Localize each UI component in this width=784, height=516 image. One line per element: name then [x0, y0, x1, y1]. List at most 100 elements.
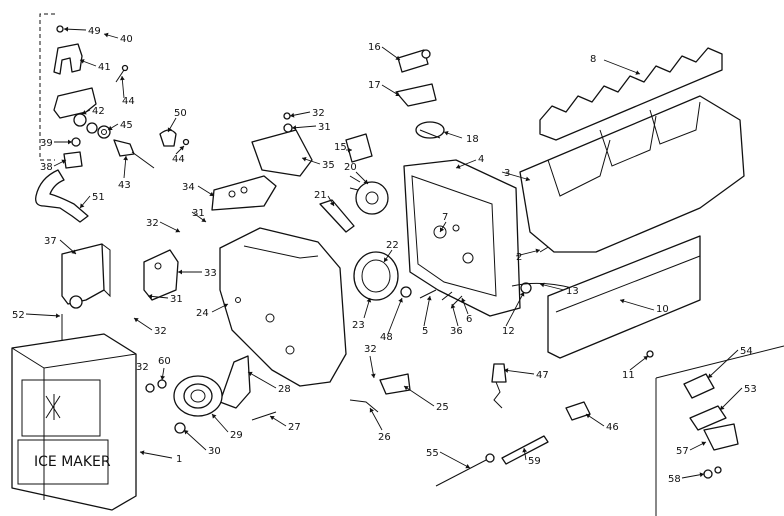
callout-43: 43 [118, 180, 131, 191]
callout-21: 21 [314, 190, 327, 201]
part-screw-49 [56, 25, 64, 33]
part-bracket-34 [211, 175, 277, 211]
arrowhead-c17 [395, 91, 400, 96]
arrowhead-c57 [701, 441, 706, 446]
arrowhead-c30 [184, 430, 189, 435]
arrowhead-c46 [586, 414, 591, 419]
part-cover-1: ICE MAKER [11, 333, 137, 511]
arrowhead-c26 [369, 408, 375, 413]
part-fitting-38 [63, 151, 83, 169]
callout-31-low: 31 [170, 294, 183, 305]
arrowhead-c29 [212, 414, 217, 419]
arrowhead-c51 [80, 203, 85, 208]
part-probe-55 [435, 453, 495, 487]
leader-lines [25, 26, 743, 479]
part-switch-33 [143, 249, 179, 301]
arrowhead-c34 [209, 191, 214, 196]
callout-37: 37 [44, 236, 57, 247]
arrowhead-c53 [720, 405, 725, 410]
callout-32-mid: 32 [146, 218, 159, 229]
callout-40: 40 [120, 34, 133, 45]
arrowhead-c31b [201, 217, 206, 222]
callout-32-low: 32 [154, 326, 167, 337]
callout-7: 7 [442, 212, 448, 223]
callout-47: 47 [536, 370, 549, 381]
part-cam-20 [349, 175, 389, 215]
leader-c12 [505, 291, 525, 327]
arrowhead-c24 [223, 303, 228, 308]
leader-c5 [423, 295, 431, 327]
callout-8: 8 [590, 54, 596, 65]
callout-54: 54 [740, 346, 753, 357]
arrowhead-c20 [363, 179, 368, 184]
part-ejector-8 [539, 47, 723, 141]
callout-24: 24 [196, 308, 209, 319]
part-tube-51 [35, 169, 89, 223]
arrowhead-c15 [348, 147, 352, 153]
callout-23: 23 [352, 320, 365, 331]
leader-c47 [503, 369, 535, 375]
leader-c31a [291, 125, 317, 129]
arrowhead-c60 [160, 375, 166, 380]
arrowhead-c32a [290, 112, 295, 118]
arrowhead-c22 [384, 257, 389, 262]
part-screw-30 [174, 422, 186, 434]
leader-c13 [539, 283, 565, 291]
leader-c55 [439, 451, 471, 469]
arrowhead-c27 [270, 416, 275, 421]
callout-10: 10 [656, 304, 669, 315]
callout-25: 25 [436, 402, 449, 413]
part-plate-35 [251, 129, 313, 177]
arrowhead-c5 [426, 296, 432, 301]
part-screw-27 [251, 411, 277, 421]
arrowhead-c2 [535, 248, 540, 254]
arrowhead-c3 [525, 176, 530, 182]
part-screw-11 [646, 350, 654, 358]
arrowhead-c32b [175, 228, 180, 233]
inset-frame [655, 345, 784, 516]
callout-45: 45 [120, 120, 133, 131]
callout-28: 28 [278, 384, 291, 395]
leader-c28 [247, 371, 277, 389]
part-lever-26 [349, 399, 379, 413]
arrowhead-c16 [395, 55, 400, 60]
box-text: ICE MAKER [34, 454, 111, 470]
callout-32-top: 32 [312, 108, 325, 119]
callout-20: 20 [344, 162, 357, 173]
part-screw-32-cover [145, 379, 167, 393]
part-bracket-28 [219, 355, 251, 409]
callout-30: 30 [208, 446, 221, 457]
callout-52: 52 [12, 310, 25, 321]
part-gear-23 [353, 251, 412, 301]
arrowhead-c49 [64, 26, 69, 32]
arrowhead-c48 [398, 298, 403, 303]
arrowhead-c32e [370, 373, 376, 378]
arrowhead-c1 [140, 450, 145, 456]
arrowhead-c52 [55, 313, 60, 319]
callout-2: 2 [516, 252, 522, 263]
arrowhead-c38 [61, 159, 66, 164]
part-clamp-50 [159, 129, 177, 147]
arrowhead-c37 [71, 249, 76, 254]
arrowhead-c32c [134, 318, 139, 323]
leader-c54 [707, 349, 739, 379]
callout-15: 15 [334, 142, 347, 153]
arrowhead-c7 [440, 227, 445, 232]
arrowhead-c25 [404, 386, 409, 391]
part-nut-45 [97, 125, 111, 139]
arrowhead-c21 [329, 201, 334, 206]
arrowhead-c54 [708, 373, 713, 378]
arrowhead-c8 [635, 70, 640, 75]
part-screws-5-36-6 [419, 289, 463, 307]
arrowhead-c23 [366, 298, 372, 303]
arrowhead-c36 [450, 304, 456, 309]
arrowhead-c42 [82, 110, 87, 115]
callout-50: 50 [174, 108, 187, 119]
part-probe-43 [113, 139, 155, 169]
part-valve-46 [565, 401, 591, 421]
callout-29: 29 [230, 430, 243, 441]
callout-34: 34 [182, 182, 195, 193]
callout-35: 35 [322, 160, 335, 171]
callout-59: 59 [528, 456, 541, 467]
